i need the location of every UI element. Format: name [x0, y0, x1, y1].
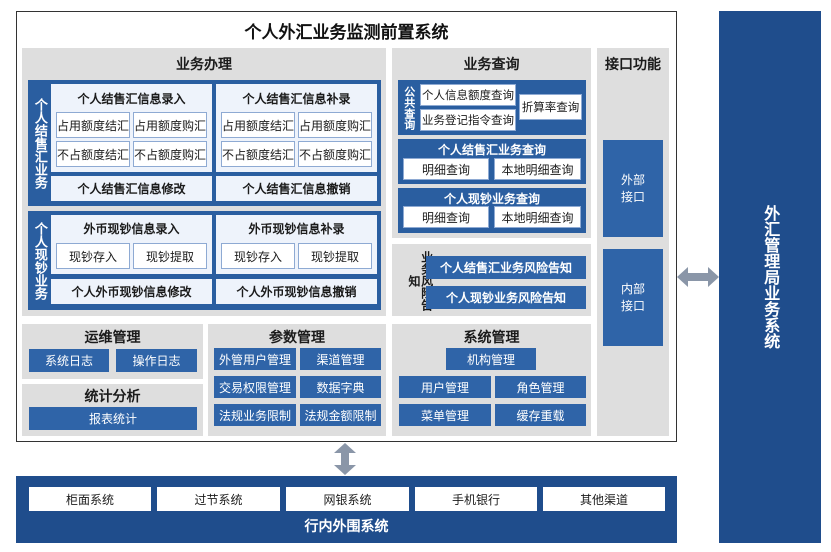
query-title: 业务查询	[463, 57, 520, 73]
sysmgmt-title: 系统管理	[463, 330, 520, 346]
jsh-modify-button[interactable]: 个人结售汇信息修改	[51, 176, 212, 201]
xc-local-detail-query[interactable]: 本地明细查询	[494, 206, 581, 228]
forex-user-mgmt-button[interactable]: 外管用户管理	[214, 348, 296, 370]
horizontal-double-arrow-icon	[677, 267, 719, 287]
interface-panel	[597, 48, 669, 436]
personal-quota-query[interactable]: 个人信息额度查询	[420, 84, 516, 106]
jsh-risk-notice[interactable]: 个人结售汇业务风险告知	[426, 256, 586, 279]
jsh-detail-query[interactable]: 明细查询	[403, 158, 489, 180]
data-dictionary-button[interactable]: 数据字典	[300, 376, 381, 398]
system-log-button[interactable]: 系统日志	[29, 349, 109, 372]
jsh-cancel-button[interactable]: 个人结售汇信息撤销	[216, 176, 377, 201]
jsh-entry-item-1[interactable]: 占用额度结汇	[56, 112, 130, 138]
guojie-system-button[interactable]: 过节系统	[157, 487, 280, 511]
jsh-supp-title: 个人结售汇信息补录	[242, 91, 351, 106]
jsh-entry-item-2[interactable]: 占用额度购汇	[133, 112, 207, 138]
xc-entry-title: 外币现钞信息录入	[83, 221, 180, 236]
operation-log-button[interactable]: 操作日志	[116, 349, 197, 372]
jsh-local-detail-query[interactable]: 本地明细查询	[494, 158, 581, 180]
jsh-side-label: 个人结售汇业务	[31, 97, 47, 189]
ebank-system-button[interactable]: 网银系统	[286, 487, 409, 511]
counter-system-button[interactable]: 柜面系统	[29, 487, 151, 511]
params-title: 参数管理	[269, 330, 325, 346]
xc-risk-notice[interactable]: 个人现钞业务风险告知	[426, 286, 586, 309]
xc-entry-item-1[interactable]: 现钞存入	[56, 243, 130, 269]
channel-mgmt-button[interactable]: 渠道管理	[300, 348, 381, 370]
trade-permission-button[interactable]: 交易权限管理	[214, 376, 296, 398]
xc-entry-item-2[interactable]: 现钞提取	[133, 243, 207, 269]
regulation-amount-limit-button[interactable]: 法规金额限制	[300, 404, 381, 426]
report-stats-button[interactable]: 报表统计	[29, 407, 197, 430]
org-mgmt-button[interactable]: 机构管理	[446, 348, 536, 370]
jsh-entry-title: 个人结售汇信息录入	[77, 91, 186, 106]
xc-supp-item-1[interactable]: 现钞存入	[221, 243, 295, 269]
safe-business-system: 外汇管理局业务系统	[719, 11, 821, 543]
external-interface[interactable]: 外部接口	[603, 140, 663, 237]
registration-instruction-query[interactable]: 业务登记指令查询	[420, 109, 516, 131]
ops-title: 运维管理	[84, 330, 141, 346]
jsh-supp-item-1[interactable]: 占用额度结汇	[221, 112, 295, 138]
xc-modify-button[interactable]: 个人外币现钞信息修改	[51, 279, 212, 304]
role-mgmt-button[interactable]: 角色管理	[495, 376, 586, 398]
jsh-supp-item-4[interactable]: 不占额度购汇	[298, 141, 372, 167]
public-query-side-label: 公共查询	[402, 85, 416, 130]
jsh-entry-item-4[interactable]: 不占额度购汇	[133, 141, 207, 167]
conversion-rate-query[interactable]: 折算率查询	[519, 94, 582, 120]
other-channels-button[interactable]: 其他渠道	[543, 487, 665, 511]
stats-title: 统计分析	[84, 389, 141, 405]
menu-mgmt-button[interactable]: 菜单管理	[399, 404, 491, 426]
interface-title: 接口功能	[605, 57, 661, 73]
jsh-entry-item-3[interactable]: 不占额度结汇	[56, 141, 130, 167]
regulation-business-limit-button[interactable]: 法规业务限制	[214, 404, 296, 426]
jsh-supp-item-3[interactable]: 不占额度结汇	[221, 141, 295, 167]
peripheral-systems-title: 行内外围系统	[304, 519, 389, 535]
xc-detail-query[interactable]: 明细查询	[403, 206, 489, 228]
cache-reload-button[interactable]: 缓存重载	[495, 404, 586, 426]
user-mgmt-button[interactable]: 用户管理	[399, 376, 491, 398]
jsh-query-title: 个人结售汇业务查询	[437, 142, 546, 157]
internal-interface-label: 内部接口	[620, 282, 645, 313]
xc-cancel-button[interactable]: 个人外币现钞信息撤销	[216, 279, 377, 304]
external-interface-label: 外部接口	[620, 173, 645, 204]
business-title: 业务办理	[176, 57, 232, 73]
safe-business-system-label: 外汇管理局业务系统	[761, 205, 781, 349]
jsh-supp-item-2[interactable]: 占用额度购汇	[298, 112, 372, 138]
internal-interface[interactable]: 内部接口	[603, 249, 663, 346]
vertical-double-arrow-icon	[334, 443, 356, 475]
xc-side-label: 个人现钞业务	[31, 221, 47, 300]
xc-query-title: 个人现钞业务查询	[443, 191, 540, 206]
xc-supp-item-2[interactable]: 现钞提取	[298, 243, 372, 269]
mobile-bank-button[interactable]: 手机银行	[415, 487, 537, 511]
main-title: 个人外汇业务监测前置系统	[244, 22, 449, 43]
xc-supp-title: 外币现钞信息补录	[248, 221, 345, 236]
